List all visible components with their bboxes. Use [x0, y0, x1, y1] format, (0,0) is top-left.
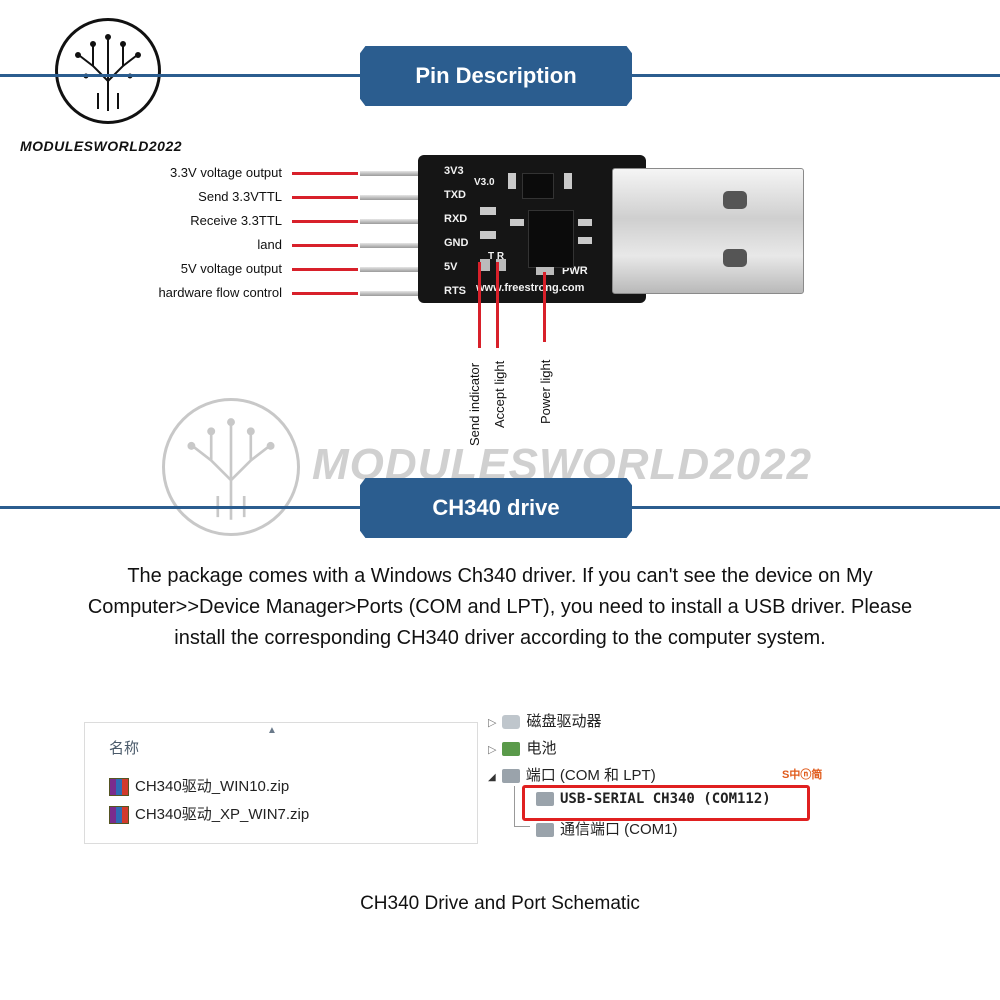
file-name: CH340驱动_XP_WIN7.zip: [135, 806, 310, 823]
port-icon: [536, 823, 554, 838]
circuit-tree-icon: [75, 34, 141, 111]
file-item-xp-win7[interactable]: CH340驱动_XP_WIN7.zip: [109, 803, 310, 825]
zip-archive-icon: [109, 778, 129, 797]
pin-label-rts: hardware flow control: [158, 285, 282, 300]
ime-indicator: S中ⓝ简: [782, 769, 823, 781]
header-pin: [360, 243, 422, 248]
smd-component: [480, 207, 496, 215]
brand-logo: [55, 18, 161, 124]
usb-contact-slot: [723, 191, 747, 209]
led-leader-line: [496, 262, 499, 348]
brand-name: MODULESWORLD2022: [20, 138, 183, 154]
silk-rts: RTS: [444, 285, 466, 297]
silk-version: V3.0: [474, 177, 495, 188]
smd-component: [578, 237, 592, 244]
pin-label-3v3: 3.3V voltage output: [169, 165, 282, 180]
regulator-chip: [522, 173, 554, 199]
silk-pwr: PWR: [562, 265, 588, 277]
led-tx: [480, 259, 490, 271]
pin-label-txd: Send 3.3VTTL: [198, 189, 282, 204]
figure-caption: CH340 Drive and Port Schematic: [360, 893, 640, 914]
smd-component: [480, 231, 496, 239]
pin-leader-line: [292, 220, 358, 223]
pin-label-gnd: land: [257, 237, 282, 252]
led-pwr: [536, 267, 554, 275]
smd-component: [508, 173, 516, 189]
led-leader-line: [478, 262, 481, 348]
description-line-2: Computer>>Device Manager>Ports (COM and …: [87, 596, 913, 618]
expand-arrow-icon[interactable]: ▷: [488, 717, 497, 729]
led-label-accept: Accept light: [492, 360, 507, 428]
dm-item-battery[interactable]: ▷ 电池: [488, 737, 556, 758]
circuit-tree-icon: [187, 418, 275, 520]
section-title-ch340-drive: CH340 drive: [360, 478, 632, 538]
dm-item-comm-port[interactable]: 通信端口 (COM1): [536, 818, 678, 839]
ch340-chip: [528, 210, 574, 268]
silk-3v3: 3V3: [444, 165, 464, 177]
battery-icon: [502, 742, 521, 757]
disk-drive-icon: [502, 715, 521, 730]
led-leader-line: [543, 272, 546, 342]
silk-tr: T R: [488, 251, 505, 262]
dm-item-disk-drives[interactable]: ▷ 磁盘驱动器: [488, 710, 601, 731]
column-header-name[interactable]: 名称: [109, 740, 140, 757]
header-pin: [360, 195, 422, 200]
silk-website: www.freestrong.com: [476, 282, 585, 294]
usb-a-plug: [612, 168, 804, 294]
header-pin: [360, 291, 422, 296]
usb-ttl-board: 3V3 TXD RXD GND 5V RTS V3.0 www.freestro…: [418, 155, 646, 303]
tree-connector: [514, 826, 530, 827]
description-line-3: install the corresponding CH340 driver a…: [174, 627, 826, 649]
pin-label-5v: 5V voltage output: [180, 261, 282, 276]
dm-item-label: 通信端口 (COM1): [560, 821, 678, 838]
file-item-win10[interactable]: CH340驱动_WIN10.zip: [109, 775, 290, 797]
pin-leader-line: [292, 244, 358, 247]
smd-component: [578, 219, 592, 226]
led-label-power: Power light: [538, 359, 553, 424]
dm-item-label: USB-SERIAL CH340 (COM112): [560, 791, 771, 807]
dm-item-label: 磁盘驱动器: [526, 713, 602, 730]
usb-contact-slot: [723, 249, 747, 267]
dm-item-ports[interactable]: ◢ 端口 (COM 和 LPT): [488, 764, 656, 785]
dm-item-usb-serial-ch340[interactable]: USB-SERIAL CH340 (COM112): [536, 791, 771, 807]
section-title-pin-description: Pin Description: [360, 46, 632, 106]
zip-archive-icon: [109, 806, 129, 825]
pin-label-rxd: Receive 3.3TTL: [190, 213, 282, 228]
tree-connector: [514, 786, 515, 826]
smd-component: [510, 219, 524, 226]
pin-leader-line: [292, 268, 358, 271]
header-pin: [360, 171, 422, 176]
port-icon: [501, 769, 520, 784]
highlight-box: [522, 785, 810, 821]
watermark-logo: [162, 398, 300, 536]
file-name: CH340驱动_WIN10.zip: [135, 778, 290, 795]
file-explorer-panel: 名称 ▲ CH340驱动_WIN10.zip CH340驱动_XP_WIN7.z…: [84, 722, 478, 844]
header-pin: [360, 219, 422, 224]
header-pin: [360, 267, 422, 272]
collapse-arrow-icon[interactable]: ◢: [488, 772, 496, 783]
expand-arrow-icon[interactable]: ▷: [488, 744, 497, 756]
smd-component: [564, 173, 572, 189]
silk-txd: TXD: [444, 189, 466, 201]
silk-5v: 5V: [444, 261, 458, 273]
pin-leader-line: [292, 196, 358, 199]
silk-rxd: RXD: [444, 213, 468, 225]
sort-arrow-icon: ▲: [267, 725, 277, 736]
led-label-send: Send indicator: [467, 362, 482, 446]
description-line-1: The package comes with a Windows Ch340 d…: [127, 565, 873, 587]
dm-item-label: 电池: [526, 740, 557, 757]
port-icon: [536, 792, 554, 806]
dm-item-label: 端口 (COM 和 LPT): [525, 767, 656, 784]
silk-gnd: GND: [444, 237, 469, 249]
pin-leader-line: [292, 292, 358, 295]
led-rx: [496, 259, 506, 271]
pin-leader-line: [292, 172, 358, 175]
